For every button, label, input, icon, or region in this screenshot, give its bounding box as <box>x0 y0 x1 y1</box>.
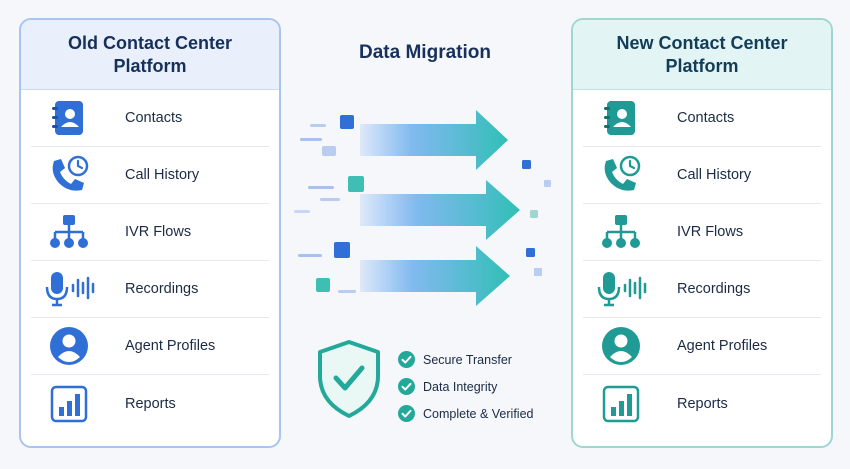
old-platform-title: Old Contact Center Platform <box>21 20 279 90</box>
new-item-label: IVR Flows <box>677 224 744 240</box>
new-item-label: Recordings <box>677 281 751 297</box>
old-item-label: Recordings <box>125 281 199 297</box>
old-item-label: IVR Flows <box>125 224 192 240</box>
old-platform-panel: Old Contact Center Platform Contacts <box>19 18 281 448</box>
migration-title: Data Migration <box>359 42 491 63</box>
phone-clock-icon <box>39 153 99 197</box>
flow-tree-icon <box>39 210 99 254</box>
old-item-reports: Reports <box>31 375 269 432</box>
microphone-waveform-icon <box>39 267 99 311</box>
new-item-label: Reports <box>677 395 728 412</box>
new-item-call-history: Call History <box>583 147 821 204</box>
old-item-call-history: Call History <box>31 147 269 204</box>
migration-arrows <box>294 110 551 306</box>
check-circle-icon <box>398 405 415 422</box>
old-item-agent-profiles: Agent Profiles <box>31 318 269 375</box>
old-item-contacts: Contacts <box>31 90 269 147</box>
check-item-secure-transfer: Secure Transfer <box>398 346 533 373</box>
user-avatar-icon <box>39 324 99 368</box>
new-item-recordings: Recordings <box>583 261 821 318</box>
new-platform-panel: New Contact Center Platform Contacts <box>571 18 833 448</box>
verification-list: Secure Transfer Data Integrity Complete … <box>398 346 533 427</box>
new-platform-title: New Contact Center Platform <box>573 20 831 90</box>
check-circle-icon <box>398 378 415 395</box>
check-item-complete-verified: Complete & Verified <box>398 400 533 427</box>
contacts-book-icon <box>39 96 99 140</box>
old-item-label: Call History <box>125 167 200 183</box>
bar-chart-icon <box>39 382 99 426</box>
new-item-contacts: Contacts <box>583 90 821 147</box>
check-label: Secure Transfer <box>423 352 512 367</box>
user-avatar-icon <box>591 324 651 368</box>
new-item-label: Agent Profiles <box>677 338 768 354</box>
shield-check-icon <box>318 340 380 418</box>
check-label: Data Integrity <box>423 379 498 394</box>
check-label: Complete & Verified <box>423 406 534 421</box>
old-item-label: Agent Profiles <box>125 338 216 354</box>
old-item-label: Contacts <box>125 110 183 126</box>
contacts-book-icon <box>591 96 651 140</box>
new-item-label: Call History <box>677 167 752 183</box>
flow-tree-icon <box>591 210 651 254</box>
new-item-agent-profiles: Agent Profiles <box>583 318 821 375</box>
microphone-waveform-icon <box>591 267 651 311</box>
new-item-label: Contacts <box>677 110 735 126</box>
phone-clock-icon <box>591 153 651 197</box>
bar-chart-icon <box>591 382 651 426</box>
old-item-label: Reports <box>125 395 176 412</box>
new-item-reports: Reports <box>583 375 821 432</box>
check-item-data-integrity: Data Integrity <box>398 373 533 400</box>
check-circle-icon <box>398 351 415 368</box>
old-item-recordings: Recordings <box>31 261 269 318</box>
old-item-ivr-flows: IVR Flows <box>31 204 269 261</box>
new-item-ivr-flows: IVR Flows <box>583 204 821 261</box>
